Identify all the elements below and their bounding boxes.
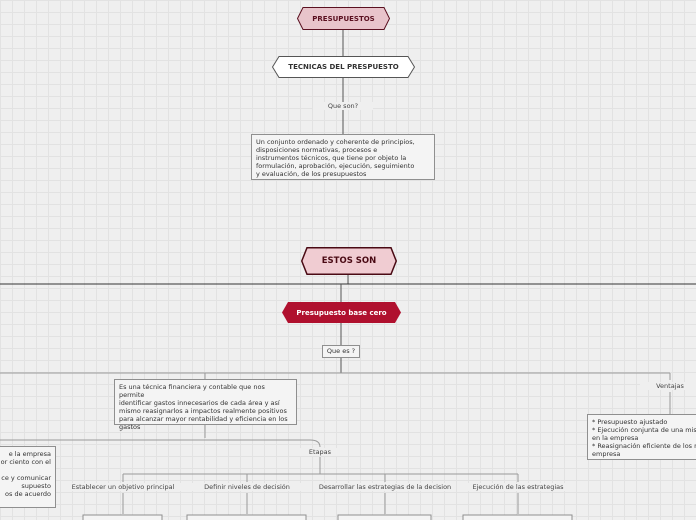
node-estos-son[interactable]: ESTOS SON <box>301 247 397 275</box>
ventajas-box[interactable]: * Presupuesto ajustado * Ejecución conju… <box>587 414 696 460</box>
root-hexagon-shape <box>297 7 390 30</box>
ventajas-label[interactable]: Ventajas <box>640 382 696 390</box>
left-partial-box[interactable]: e la empresa or ciento con el ce y comun… <box>0 446 56 508</box>
etapa-estrategias-decision[interactable]: Desarrollar las estrategias de la decisi… <box>315 483 455 491</box>
que-son-label[interactable]: Que son? <box>313 102 373 110</box>
estos-son-hexagon-shape <box>301 247 397 275</box>
etapas-label[interactable]: Etapas <box>300 448 340 456</box>
etapa-objetivo-principal[interactable]: Establecer un objetivo principal <box>63 483 183 491</box>
root-label: PRESUPUESTOS <box>312 14 375 23</box>
etapa-ejecucion-estrategias[interactable]: Ejecución de las estrategias <box>463 483 573 491</box>
estos-son-label: ESTOS SON <box>321 256 377 266</box>
etapa-niveles-decision[interactable]: Definir niveles de decisión <box>192 483 302 491</box>
node-presupuesto-base-cero[interactable]: Presupuesto base cero <box>282 302 401 323</box>
base-cero-label: Presupuesto base cero <box>296 308 387 317</box>
que-es-box[interactable]: Que es ? <box>322 345 360 358</box>
tecnicas-label: TECNICAS DEL PRESPUESTO <box>288 63 399 71</box>
root-node-presupuestos[interactable]: PRESUPUESTOS <box>297 7 390 30</box>
tecnica-descripcion-box[interactable]: Es una técnica financiera y contable que… <box>114 379 297 431</box>
tecnicas-hexagon-shape <box>272 56 415 78</box>
node-tecnicas-del-presupuesto[interactable]: TECNICAS DEL PRESPUESTO <box>272 56 415 78</box>
base-cero-hexagon-shape <box>282 302 401 323</box>
definicion-box[interactable]: Un conjunto ordenado y coherente de prin… <box>251 134 435 180</box>
